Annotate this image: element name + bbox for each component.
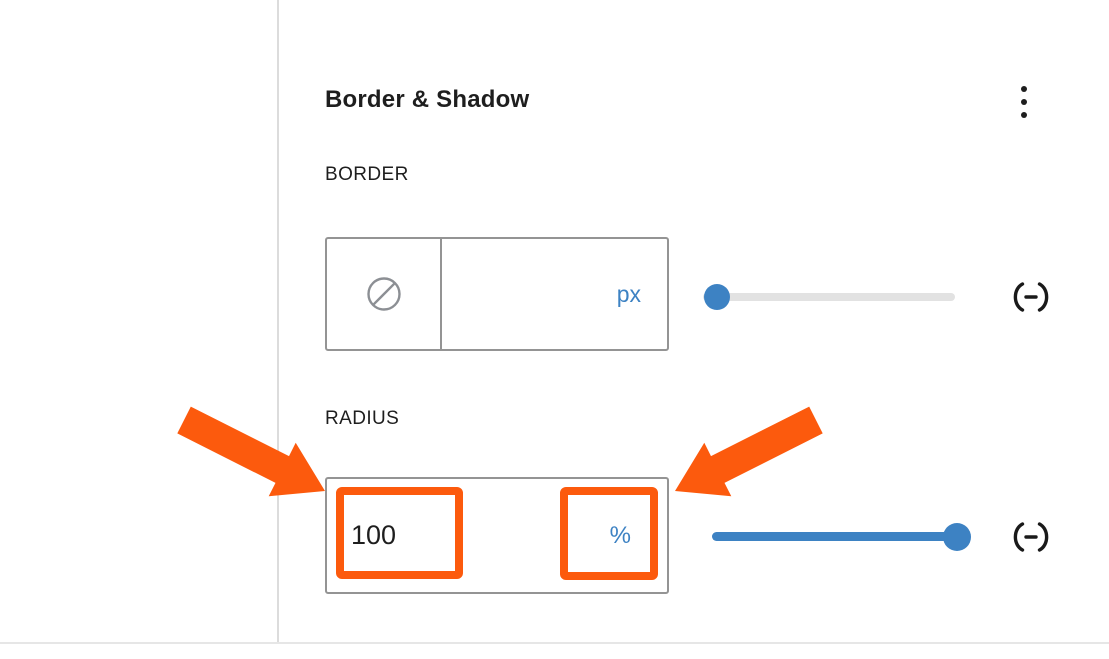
kebab-menu-icon xyxy=(1021,99,1027,105)
annotation-arrow-to-value xyxy=(177,406,325,497)
radius-unit-select[interactable]: % xyxy=(609,521,631,549)
radius-link-sides-button[interactable] xyxy=(1006,516,1056,558)
bottom-divider xyxy=(0,642,1109,644)
border-link-sides-button[interactable] xyxy=(1006,276,1056,318)
border-width-control: px xyxy=(325,237,669,351)
kebab-menu-icon xyxy=(1021,112,1027,118)
sidebar-left-divider xyxy=(277,0,279,642)
border-width-slider[interactable] xyxy=(703,293,955,301)
panel-title: Border & Shadow xyxy=(325,86,530,113)
options-menu-button[interactable] xyxy=(1008,80,1040,124)
radius-value-input[interactable] xyxy=(351,520,461,551)
kebab-menu-icon xyxy=(1021,86,1027,92)
border-style-none-button[interactable] xyxy=(327,239,442,349)
annotation-arrow-to-unit xyxy=(675,406,823,497)
border-section-label: BORDER xyxy=(325,164,409,185)
radius-slider[interactable] xyxy=(712,532,968,541)
radius-slider-handle[interactable] xyxy=(943,523,971,551)
border-unit-select[interactable]: px xyxy=(442,239,667,349)
link-sides-icon xyxy=(1013,522,1049,552)
border-width-slider-handle[interactable] xyxy=(704,284,730,310)
radius-section-label: RADIUS xyxy=(325,408,400,429)
no-border-icon xyxy=(366,277,401,311)
border-unit-label: px xyxy=(616,280,641,307)
link-sides-icon xyxy=(1013,282,1049,312)
radius-control: % xyxy=(325,477,669,594)
